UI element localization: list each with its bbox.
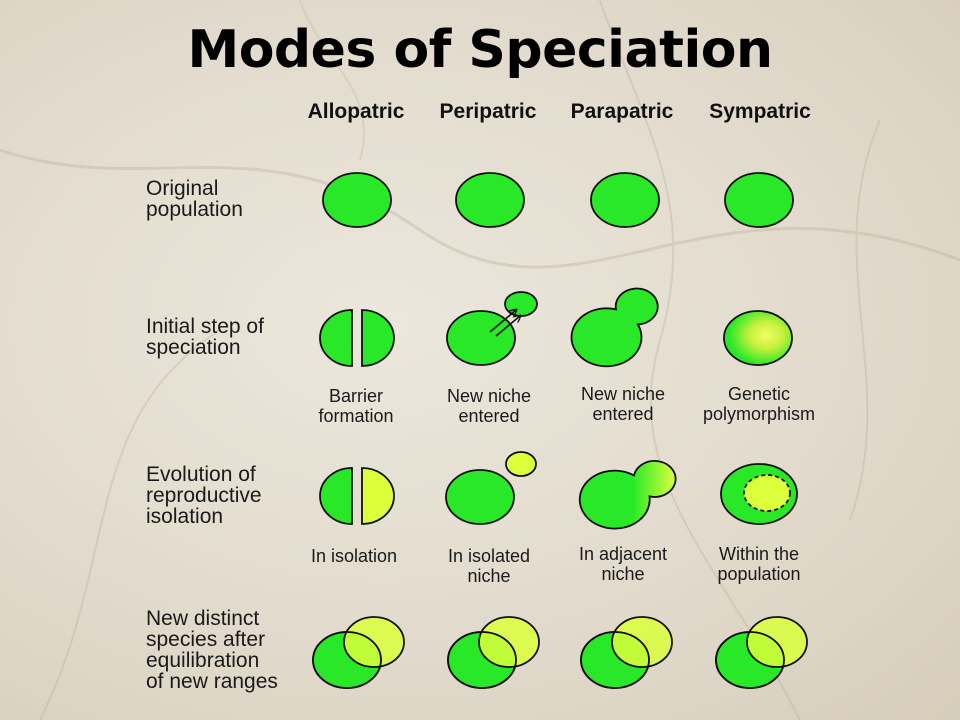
isolated-left-half (319, 467, 353, 525)
column-header-sympatric: Sympatric (709, 100, 811, 123)
column-header-parapatric: Parapatric (570, 100, 674, 123)
sympatric-subpopulation (743, 474, 791, 512)
peripatric-source-population (445, 469, 515, 525)
isolated-right-half (361, 467, 395, 525)
column-header-allopatric: Allopatric (307, 100, 405, 123)
dispersal-arrow-icon-2 (495, 316, 520, 337)
caption-barrier-formation: Barrier formation (318, 386, 394, 426)
peripatric-isolated-population (505, 451, 537, 477)
original-population-parapatric (590, 172, 660, 228)
barrier-left-half (319, 309, 353, 367)
barrier-right-half (361, 309, 395, 367)
sympatric-species-green-outline (715, 631, 785, 689)
caption-in-isolation: In isolation (310, 546, 398, 566)
column-header-peripatric: Peripatric (439, 100, 537, 123)
original-population-sympatric (724, 172, 794, 228)
row-label-evolution-isolation: Evolution of reproductive isolation (146, 463, 262, 528)
caption-parapatric-new-niche: New niche entered (580, 384, 666, 424)
page-title: Modes of Speciation (187, 20, 773, 80)
row-label-original-population: Original population (146, 177, 243, 221)
original-population-allopatric (322, 172, 392, 228)
row-label-initial-step: Initial step of speciation (146, 315, 264, 359)
dispersal-arrow-icon (489, 310, 516, 333)
caption-peripatric-new-niche: New niche entered (446, 386, 532, 426)
original-population-peripatric (455, 172, 525, 228)
peripatric-new-niche (504, 291, 538, 317)
caption-genetic-polymorphism: Genetic polymorphism (702, 384, 816, 424)
peripatric-species-green-outline (447, 631, 517, 689)
caption-in-isolated-niche: In isolated niche (447, 546, 531, 586)
allopatric-species-green-outline (312, 631, 382, 689)
polymorphic-population (723, 310, 793, 366)
parapatric-adjacent-populations (578, 460, 677, 530)
row-label-new-species: New distinct species after equilibration… (146, 607, 278, 693)
parapatric-species-green-outline (580, 631, 650, 689)
parapatric-expanding-population (570, 287, 659, 368)
caption-in-adjacent-niche: In adjacent niche (578, 544, 668, 584)
caption-within-population: Within the population (717, 544, 801, 584)
